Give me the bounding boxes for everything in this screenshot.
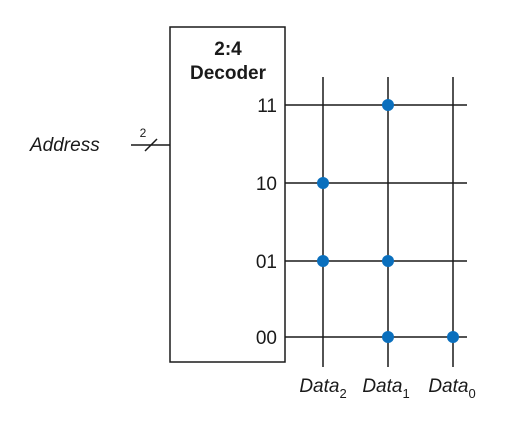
dot-01-data2	[317, 255, 329, 267]
output-code-00: 00	[256, 328, 277, 349]
decoder-title-line1: 2:4	[214, 39, 242, 60]
dot-00-data0	[447, 331, 459, 343]
column-label-data2: Data2	[299, 376, 346, 401]
dot-01-data1	[382, 255, 394, 267]
bus-width-label: 2	[140, 126, 147, 140]
bus-slash	[144, 138, 158, 152]
decoder-title-line2: Decoder	[190, 63, 267, 84]
output-code-10: 10	[256, 174, 277, 195]
column-label-data1: Data1	[362, 376, 409, 401]
output-code-11: 11	[257, 96, 277, 117]
dot-10-data2	[317, 177, 329, 189]
output-code-01: 01	[256, 252, 277, 273]
dot-00-data1	[382, 331, 394, 343]
decoder-box	[169, 26, 286, 363]
column-label-data0: Data0	[428, 376, 475, 401]
dot-11-data1	[382, 99, 394, 111]
address-label: Address	[29, 135, 100, 156]
